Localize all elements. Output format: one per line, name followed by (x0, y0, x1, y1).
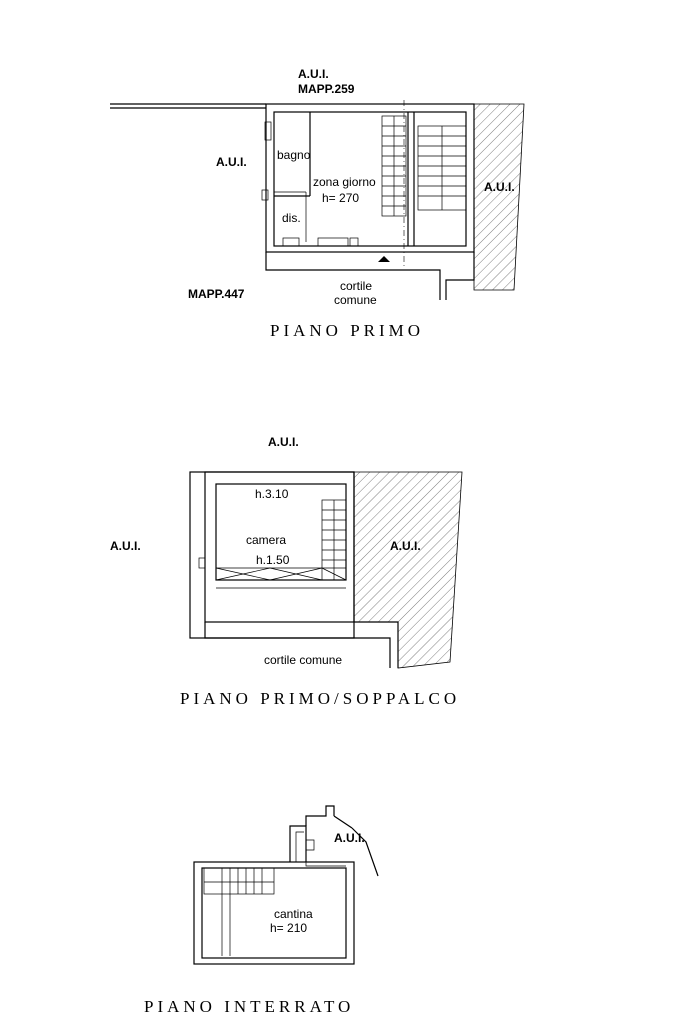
plan-piano-soppalco: A.U.I. A.U.I. A.U.I. h.3.10 camera h.1.5… (110, 435, 463, 708)
room-dis: dis. (282, 211, 301, 225)
room-camera: camera (246, 533, 286, 547)
label-mapp-bottom: MAPP.447 (188, 287, 245, 301)
label-cortile-1: cortile (340, 279, 372, 293)
label-mapp-top: MAPP.259 (298, 82, 355, 96)
cortile-outline (265, 252, 441, 300)
label-cortile-2: comune (334, 293, 377, 307)
hatched-area-aui-soppalco (353, 471, 463, 669)
label-aui-interrato: A.U.I. (334, 831, 365, 845)
title-piano-soppalco: PIANO PRIMO/SOPPALCO (180, 689, 460, 708)
hatched-area-aui (473, 103, 525, 291)
room-zona-giorno: zona giorno (313, 175, 376, 189)
stair-interrato (203, 867, 275, 956)
label-aui-top-soppalco: A.U.I. (268, 435, 299, 449)
title-piano-interrato: PIANO INTERRATO (144, 997, 354, 1016)
plan-piano-primo: A.U.I. MAPP.259 A.U.I. A.U.I. bagno zona… (110, 67, 525, 340)
room-cantina: cantina (274, 907, 313, 921)
room-bagno: bagno (277, 148, 311, 162)
entrance-arrow-icon (378, 256, 390, 262)
room-h-low: h.1.50 (256, 553, 290, 567)
plan-piano-interrato: A.U.I. cantina h= 210 PIANO INTERRATO (144, 805, 379, 1016)
label-cortile-soppalco: cortile comune (264, 653, 342, 667)
low-height-strip (215, 567, 347, 581)
stair-soppalco (321, 499, 347, 581)
label-aui-top: A.U.I. (298, 67, 329, 81)
label-aui-right-soppalco: A.U.I. (390, 539, 421, 553)
room-height: h= 270 (322, 191, 359, 205)
cortile-outline-soppalco (204, 622, 391, 668)
room-h-top: h.3.10 (255, 487, 289, 501)
label-aui-left: A.U.I. (216, 155, 247, 169)
stair-common (417, 125, 467, 211)
building-outline-interrato (193, 861, 355, 965)
window (264, 121, 272, 141)
room-height-interrato: h= 210 (270, 921, 307, 935)
title-piano-primo: PIANO PRIMO (270, 321, 424, 340)
stair-zona-giorno (381, 115, 407, 217)
label-aui-left-soppalco: A.U.I. (110, 539, 141, 553)
label-aui-right: A.U.I. (484, 180, 515, 194)
